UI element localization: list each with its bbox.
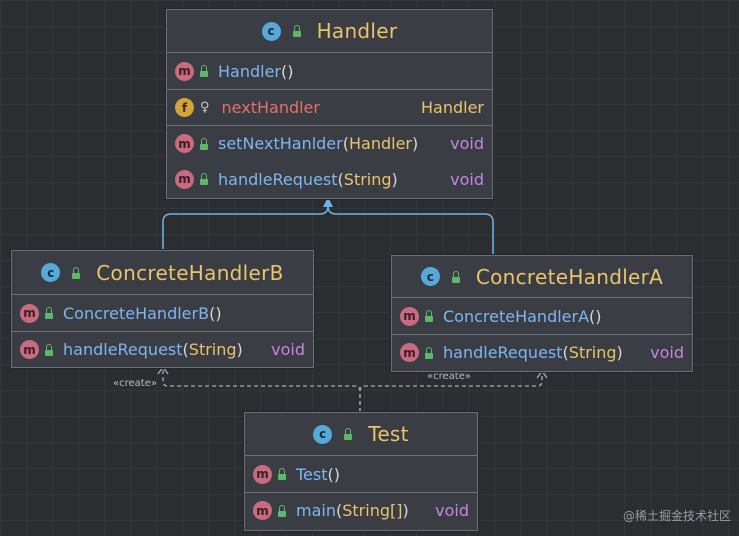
class-icon: c — [313, 424, 333, 444]
field-type: Handler — [421, 98, 484, 117]
method-name: handleRequest — [443, 343, 563, 362]
method-icon: m — [253, 464, 272, 484]
param-type: String — [343, 169, 392, 189]
public-lock-icon — [292, 25, 301, 37]
open-paren: ( — [589, 306, 596, 326]
public-lock-icon — [45, 343, 53, 356]
class-concrete-handler-a[interactable]: c ConcreteHandlerA m ConcreteHandlerA() … — [391, 255, 693, 372]
member-row[interactable]: m handleRequest(String) void — [12, 331, 313, 367]
field-name: nextHandler — [221, 98, 320, 117]
method-icon: m — [175, 61, 194, 81]
method-name: handleRequest — [218, 169, 338, 189]
class-concrete-handler-b[interactable]: c ConcreteHandlerB m ConcreteHandlerB() … — [11, 250, 314, 368]
close-paren: ) — [402, 501, 409, 520]
open-paren: ( — [335, 501, 343, 520]
public-lock-icon — [278, 504, 286, 517]
close-paren: ) — [616, 343, 623, 362]
member-row[interactable]: f ♀ nextHandler Handler — [167, 89, 492, 125]
member-row[interactable]: m main(String[]) void — [245, 492, 477, 528]
public-lock-icon — [200, 137, 208, 150]
class-title: ConcreteHandlerB — [96, 260, 284, 285]
open-paren: ( — [182, 340, 189, 359]
method-name: Test — [296, 464, 328, 484]
close-paren: ) — [391, 169, 398, 189]
watermark: @稀土掘金技术社区 — [622, 509, 731, 523]
public-lock-icon — [200, 65, 208, 77]
method-name: handleRequest — [63, 340, 183, 359]
open-paren: ( — [327, 464, 334, 484]
class-icon: c — [261, 21, 281, 41]
class-title: ConcreteHandlerA — [475, 264, 664, 289]
inherit-line-b — [162, 205, 329, 250]
open-paren: ( — [337, 169, 344, 189]
open-paren: ( — [281, 61, 288, 81]
public-lock-icon — [278, 468, 286, 480]
param-type: String — [568, 343, 617, 362]
method-name: Handler — [218, 61, 281, 81]
class-header: c Test — [245, 413, 477, 456]
method-icon: m — [400, 306, 419, 326]
method-icon: m — [175, 169, 194, 189]
member-row[interactable]: m handleRequest(String) void — [392, 334, 692, 370]
private-key-icon: ♀ — [200, 100, 210, 115]
class-title: Handler — [316, 19, 398, 43]
param-type: String — [188, 340, 237, 359]
return-type: void — [450, 169, 484, 189]
class-icon: c — [41, 263, 61, 282]
public-lock-icon — [72, 266, 81, 279]
method-icon: m — [175, 134, 194, 153]
param-type: String[] — [342, 501, 403, 520]
public-lock-icon — [200, 173, 208, 185]
member-row[interactable]: m setNextHanlder(Handler) void — [167, 125, 492, 161]
open-paren: ( — [562, 343, 569, 362]
member-row[interactable]: m Handler() — [167, 53, 492, 89]
class-handler[interactable]: c Handler m Handler() f ♀ nextHandler Ha… — [166, 9, 493, 199]
method-icon: m — [253, 501, 272, 520]
public-lock-icon — [45, 307, 53, 319]
member-row[interactable]: m ConcreteHandlerB() — [12, 295, 313, 331]
return-type: void — [650, 343, 684, 362]
public-lock-icon — [425, 310, 433, 322]
method-name: ConcreteHandlerA — [443, 306, 590, 326]
close-paren: ) — [215, 303, 222, 323]
public-lock-icon — [344, 428, 353, 440]
param-type: Handler — [348, 134, 412, 153]
member-row[interactable]: m Test() — [245, 456, 477, 492]
return-type: void — [435, 501, 469, 520]
class-header: c Handler — [167, 10, 492, 53]
create-stereotype-b: «create» — [113, 378, 157, 389]
class-test[interactable]: c Test m Test() m main(String[]) void — [244, 412, 478, 531]
create-line-a — [359, 372, 543, 412]
class-title: Test — [368, 422, 409, 446]
close-paren: ) — [236, 340, 243, 359]
return-type: void — [271, 340, 305, 359]
method-icon: m — [400, 343, 419, 362]
method-icon: m — [20, 340, 39, 359]
create-stereotype-a: «create» — [427, 371, 471, 382]
return-type: void — [450, 134, 484, 153]
close-paren: ) — [411, 134, 419, 153]
member-row[interactable]: m ConcreteHandlerA() — [392, 298, 692, 334]
create-line-b — [162, 368, 361, 412]
class-header: c ConcreteHandlerB — [12, 251, 313, 295]
class-header: c ConcreteHandlerA — [392, 256, 692, 298]
method-name: main — [296, 501, 336, 520]
method-name: ConcreteHandlerB — [63, 303, 210, 323]
open-paren: ( — [209, 303, 216, 323]
member-row[interactable]: m handleRequest(String) void — [167, 161, 492, 197]
public-lock-icon — [451, 270, 460, 283]
public-lock-icon — [425, 346, 433, 359]
close-paren: ) — [333, 464, 341, 484]
method-icon: m — [20, 303, 39, 323]
method-name: setNextHanlder — [218, 134, 343, 153]
inherit-line-a — [327, 205, 494, 255]
class-icon: c — [420, 267, 440, 286]
field-icon: f — [175, 98, 194, 117]
close-paren: ) — [595, 306, 602, 326]
inherit-arrowhead — [323, 197, 333, 207]
close-paren: ) — [287, 61, 294, 81]
open-paren: ( — [342, 134, 349, 153]
